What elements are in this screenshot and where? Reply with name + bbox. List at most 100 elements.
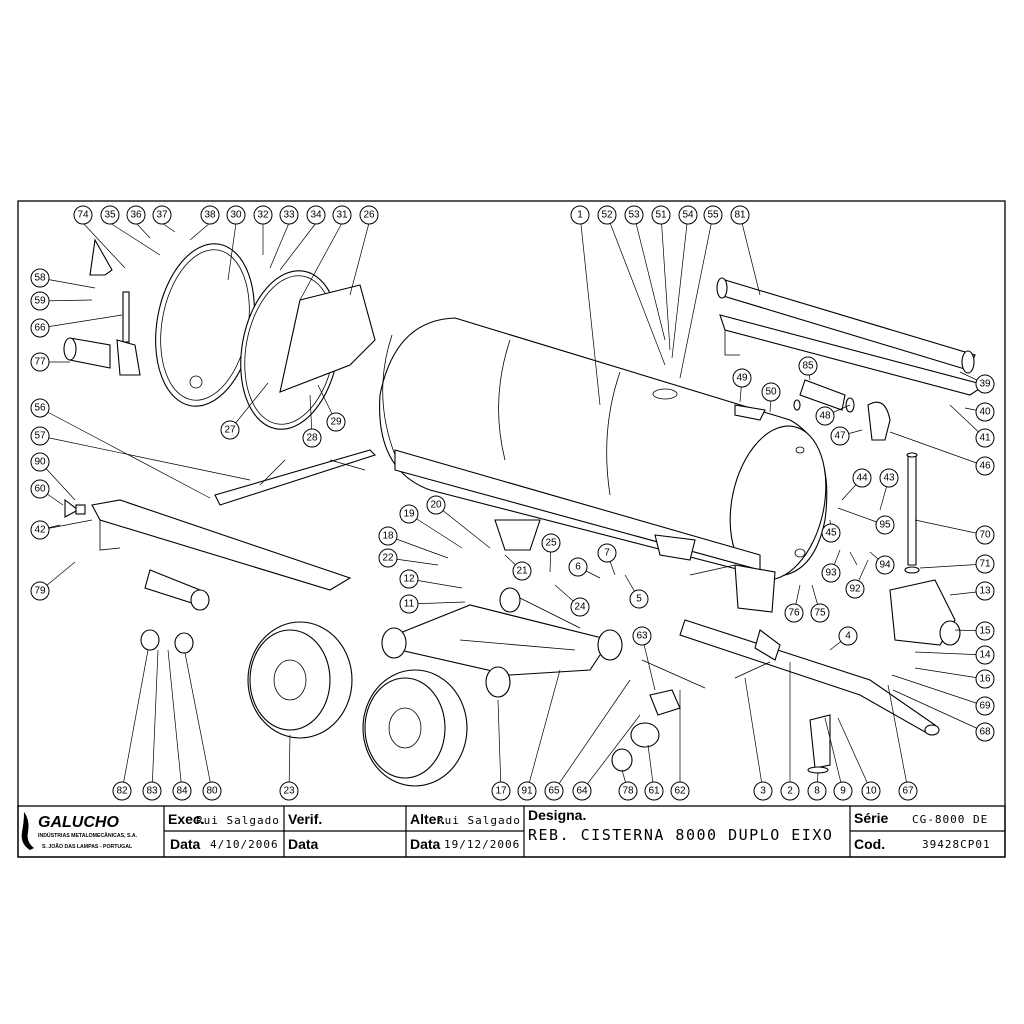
callout-4[interactable]: 4 [838,626,858,646]
callout-30[interactable]: 30 [226,205,246,225]
callout-65[interactable]: 65 [544,781,564,801]
callout-48[interactable]: 48 [815,406,835,426]
callout-54[interactable]: 54 [678,205,698,225]
callout-63[interactable]: 63 [632,626,652,646]
callout-42[interactable]: 42 [30,520,50,540]
callout-47[interactable]: 47 [830,426,850,446]
callout-76[interactable]: 76 [784,603,804,623]
callout-95[interactable]: 95 [875,515,895,535]
callout-56[interactable]: 56 [30,398,50,418]
svg-text:28: 28 [306,433,318,444]
callout-85[interactable]: 85 [798,356,818,376]
callout-27[interactable]: 27 [220,420,240,440]
callout-29[interactable]: 29 [326,412,346,432]
callout-14[interactable]: 14 [975,645,995,665]
callout-82[interactable]: 82 [112,781,132,801]
svg-text:13: 13 [979,586,991,597]
callout-43[interactable]: 43 [879,468,899,488]
callout-81[interactable]: 81 [730,205,750,225]
callout-49[interactable]: 49 [732,368,752,388]
callout-55[interactable]: 55 [703,205,723,225]
callout-11[interactable]: 11 [399,594,419,614]
callout-58[interactable]: 58 [30,268,50,288]
callout-77[interactable]: 77 [30,352,50,372]
callout-38[interactable]: 38 [200,205,220,225]
callout-70[interactable]: 70 [975,525,995,545]
callout-2[interactable]: 2 [780,781,800,801]
callout-84[interactable]: 84 [172,781,192,801]
callout-64[interactable]: 64 [572,781,592,801]
callout-83[interactable]: 83 [142,781,162,801]
callout-45[interactable]: 45 [821,523,841,543]
callout-75[interactable]: 75 [810,603,830,623]
callout-36[interactable]: 36 [126,205,146,225]
callout-8[interactable]: 8 [807,781,827,801]
pump [889,452,961,646]
svg-text:95: 95 [879,520,891,531]
callout-61[interactable]: 61 [644,781,664,801]
callout-59[interactable]: 59 [30,291,50,311]
callout-31[interactable]: 31 [332,205,352,225]
svg-text:38: 38 [204,210,216,221]
callout-17[interactable]: 17 [491,781,511,801]
callout-41[interactable]: 41 [975,428,995,448]
verif-label: Verif. [288,811,322,827]
callout-3[interactable]: 3 [753,781,773,801]
callout-26[interactable]: 26 [359,205,379,225]
callout-35[interactable]: 35 [100,205,120,225]
callout-78[interactable]: 78 [618,781,638,801]
callout-91[interactable]: 91 [517,781,537,801]
callout-12[interactable]: 12 [399,569,419,589]
svg-text:15: 15 [979,626,991,637]
callout-10[interactable]: 10 [861,781,881,801]
callout-52[interactable]: 52 [597,205,617,225]
callout-1[interactable]: 1 [570,205,590,225]
callout-94[interactable]: 94 [875,555,895,575]
callout-13[interactable]: 13 [975,581,995,601]
callout-23[interactable]: 23 [279,781,299,801]
callout-66[interactable]: 66 [30,318,50,338]
callout-46[interactable]: 46 [975,456,995,476]
callout-40[interactable]: 40 [975,402,995,422]
callout-90[interactable]: 90 [30,452,50,472]
callout-32[interactable]: 32 [253,205,273,225]
callout-93[interactable]: 93 [821,563,841,583]
callout-28[interactable]: 28 [302,428,322,448]
callout-53[interactable]: 53 [624,205,644,225]
callout-39[interactable]: 39 [975,374,995,394]
callout-20[interactable]: 20 [426,495,446,515]
callout-62[interactable]: 62 [670,781,690,801]
callout-25[interactable]: 25 [541,533,561,553]
callout-37[interactable]: 37 [152,205,172,225]
svg-text:79: 79 [34,586,46,597]
callout-57[interactable]: 57 [30,426,50,446]
callout-51[interactable]: 51 [651,205,671,225]
callout-24[interactable]: 24 [570,597,590,617]
callout-33[interactable]: 33 [279,205,299,225]
callout-6[interactable]: 6 [568,557,588,577]
callout-50[interactable]: 50 [761,382,781,402]
callout-19[interactable]: 19 [399,504,419,524]
svg-text:80: 80 [206,786,218,797]
callout-18[interactable]: 18 [378,526,398,546]
callout-92[interactable]: 92 [845,579,865,599]
callout-34[interactable]: 34 [306,205,326,225]
callout-69[interactable]: 69 [975,696,995,716]
svg-text:57: 57 [34,431,46,442]
callout-74[interactable]: 74 [73,205,93,225]
callout-7[interactable]: 7 [597,543,617,563]
callout-67[interactable]: 67 [898,781,918,801]
callout-71[interactable]: 71 [975,554,995,574]
callout-79[interactable]: 79 [30,581,50,601]
callout-5[interactable]: 5 [629,589,649,609]
callout-16[interactable]: 16 [975,669,995,689]
callout-21[interactable]: 21 [512,561,532,581]
callout-44[interactable]: 44 [852,468,872,488]
callout-80[interactable]: 80 [202,781,222,801]
callout-68[interactable]: 68 [975,722,995,742]
callout-15[interactable]: 15 [975,621,995,641]
callout-22[interactable]: 22 [378,548,398,568]
right-rack [716,277,987,396]
callout-9[interactable]: 9 [833,781,853,801]
callout-60[interactable]: 60 [30,479,50,499]
